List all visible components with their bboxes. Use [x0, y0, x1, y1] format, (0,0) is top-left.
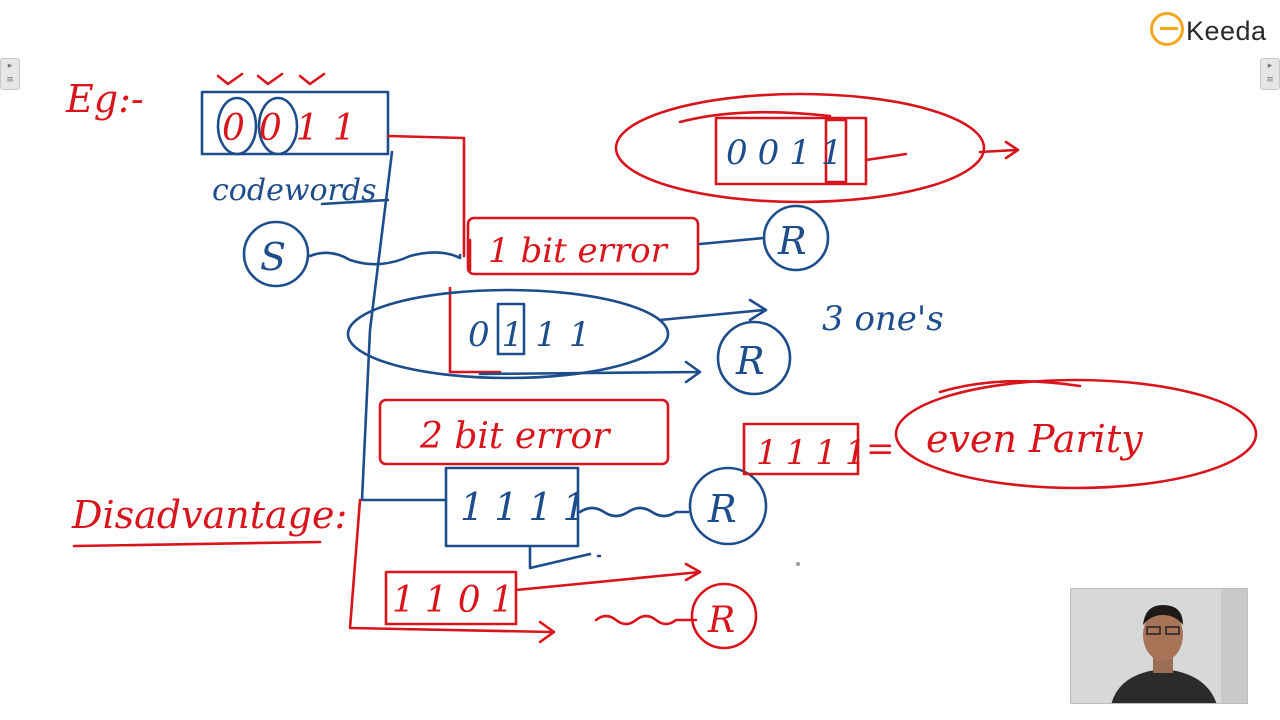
- ekeeda-logo-icon: [1150, 12, 1184, 46]
- left-nav-tab[interactable]: ▸≡: [0, 58, 20, 90]
- receiver-circle-4: [690, 582, 758, 650]
- received-1101-bits: 1101: [392, 580, 524, 621]
- presenter-video-icon: [1071, 589, 1247, 703]
- one-bit-error-box: [466, 216, 700, 276]
- receiver-circle-3: [688, 466, 768, 546]
- eg-label: Eg:-: [65, 77, 144, 121]
- pointer-dot: [796, 562, 800, 566]
- receiver-label-4: R: [707, 600, 735, 641]
- presenter-webcam: [1070, 588, 1248, 704]
- receiver-label-3: R: [707, 487, 737, 531]
- two-bit-error-box: [378, 398, 670, 466]
- sender-label: S: [260, 235, 286, 279]
- play-marker-icon: ▸≡: [6, 61, 14, 85]
- disadvantage-label: Disadvantage:: [71, 493, 347, 537]
- check-marks: [216, 72, 326, 86]
- codeword-box: [200, 90, 390, 156]
- top-received-box: [714, 116, 868, 186]
- top-received-bits: 0011: [726, 133, 853, 173]
- receiver-label-2: R: [735, 339, 765, 383]
- middle-received-bits: 0111: [468, 315, 603, 355]
- result-1111-bits: 1111: [756, 433, 875, 473]
- play-marker-icon: ▸≡: [1266, 61, 1274, 85]
- equals-sign: =: [866, 429, 895, 469]
- three-ones-label: 3 one's: [822, 299, 944, 339]
- received-1101-box: [384, 570, 518, 626]
- receiver-circle-2: [716, 320, 792, 396]
- middle-ellipse: [346, 288, 670, 380]
- receiver-label-1: R: [777, 219, 807, 263]
- received-1111-box: [444, 466, 580, 548]
- sender-circle: [242, 220, 310, 288]
- even-parity-ellipse: [894, 378, 1258, 490]
- logo-brand-text: Keeda: [1186, 16, 1267, 46]
- top-ellipse: [614, 92, 986, 204]
- codeword-bits: 0011: [222, 108, 370, 149]
- two-bit-error-label: 2 bit error: [419, 416, 611, 457]
- result-1111-box: [742, 422, 860, 476]
- received-1111-bits: 1111: [460, 485, 597, 529]
- right-nav-tab[interactable]: ▸≡: [1260, 58, 1280, 90]
- even-parity-label: even Parity: [926, 417, 1143, 461]
- codeword-circle-2: [257, 96, 299, 156]
- one-bit-error-label: 1 bit error: [488, 231, 669, 271]
- codeword-circle-1: [216, 96, 258, 156]
- receiver-circle-1: [762, 204, 830, 272]
